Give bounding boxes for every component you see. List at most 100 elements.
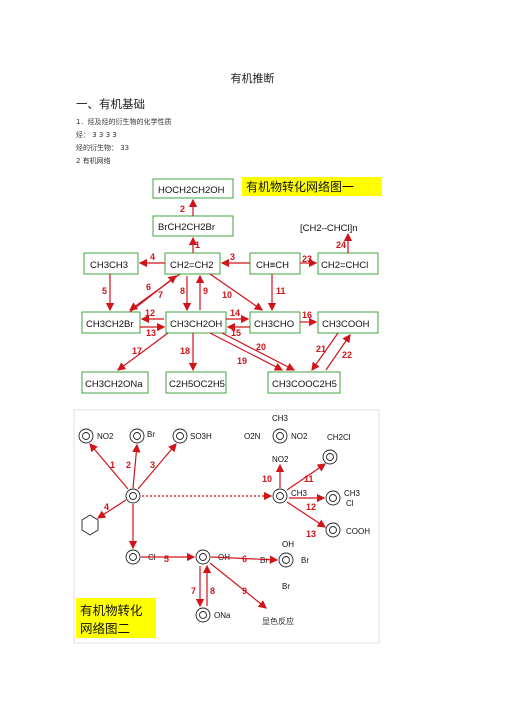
- page-title: 有机推断: [230, 72, 275, 85]
- node-box-ebr: [81, 311, 141, 334]
- text-line: 烃的衍生物： 33: [76, 144, 130, 152]
- step-number: 4: [150, 252, 155, 262]
- benzene-ring-sulfonic: [172, 428, 188, 444]
- benzene-ring-benzoic-acid: [325, 522, 341, 538]
- node-box-etoh: [165, 311, 227, 334]
- arrow-f2-2: [132, 443, 141, 489]
- step-number: 17: [132, 346, 142, 356]
- step-number: 19: [237, 356, 247, 366]
- step-number: 6: [146, 282, 151, 292]
- node-box-ethane: [83, 252, 139, 275]
- banner-2-highlight: [76, 598, 156, 638]
- color-reaction-label: 显色反应: [262, 616, 294, 626]
- step-number: 13: [146, 328, 156, 338]
- step-number: 11: [276, 286, 286, 296]
- arrow-19: [209, 332, 284, 371]
- step-number: 9: [242, 586, 247, 596]
- step-number: 2: [126, 460, 131, 470]
- node-poly: [CH2–CHCl]n: [300, 223, 358, 234]
- banner-highlight: [242, 177, 382, 196]
- step-number: 12: [306, 502, 316, 512]
- group-ch3: CH3: [291, 489, 308, 498]
- node-ebr: CH3CH2Br: [86, 319, 134, 330]
- group-ch3-3: CH3: [344, 489, 361, 498]
- step-number: 14: [230, 308, 240, 318]
- step-number: 8: [180, 286, 185, 296]
- arrow-f2-3: [137, 443, 177, 490]
- step-number: 4: [104, 502, 109, 512]
- step-number: 10: [262, 474, 272, 484]
- group-o2n: O2N: [244, 432, 261, 441]
- node-etoh: CH3CH2OH: [170, 319, 222, 330]
- arrow-21: [311, 332, 339, 371]
- step-number: 21: [316, 344, 326, 354]
- arrow-7: [129, 275, 177, 313]
- group-no2-2: NO2: [291, 432, 308, 441]
- banner-text: 有机物转化网络图一: [246, 179, 354, 194]
- arrow-f2-4: [96, 499, 127, 519]
- group-cl-2: Cl: [346, 499, 354, 508]
- cyclohexane-ring: [81, 514, 99, 536]
- benzene-ring-nitro: [78, 428, 94, 444]
- arrow-f2-9: [209, 562, 267, 609]
- node-acooh: CH3COOH: [322, 319, 370, 330]
- step-number: 10: [222, 290, 232, 300]
- step-number: 23: [302, 254, 312, 264]
- node-box-naet: [81, 371, 149, 394]
- node-naet: CH3CH2ONa: [85, 379, 143, 390]
- text-line: 2 有机网络: [76, 157, 111, 165]
- step-number: 2: [180, 204, 185, 214]
- step-number: 22: [342, 350, 352, 360]
- step-number: 13: [306, 529, 316, 539]
- arrow-f2-6: [210, 555, 279, 564]
- benzene-ring-bromo: [129, 428, 145, 444]
- node-acet: CH≡CH: [256, 260, 289, 271]
- benzene-ring-benzyl-chloride: [322, 449, 338, 465]
- step-number: 1: [195, 240, 200, 250]
- step-number: 5: [164, 554, 169, 564]
- group-no2: NO2: [97, 432, 114, 441]
- arrow-f2-13: [286, 501, 327, 528]
- step-number: 9: [203, 286, 208, 296]
- step-number: 6: [242, 554, 247, 564]
- step-number: 3: [230, 252, 235, 262]
- group-br-3: Br: [301, 556, 309, 565]
- text-line: 1．烃及烃的衍生物的化学性质: [76, 118, 172, 126]
- step-number: 1: [110, 460, 115, 470]
- node-ethene: CH2=CH2: [170, 260, 214, 271]
- node-box-hoc: [152, 178, 234, 199]
- node-brc: BrCH2CH2Br: [158, 222, 215, 233]
- group-so3h: SO3H: [190, 432, 212, 441]
- arrow-17: [117, 332, 169, 371]
- text-line: 烃： 3 3 3 3: [76, 131, 117, 139]
- node-ethane: CH3CH3: [90, 260, 128, 271]
- arrow-20: [221, 332, 296, 371]
- step-number: 5: [102, 286, 107, 296]
- group-oh-2: OH: [282, 540, 294, 549]
- step-number: 20: [256, 342, 266, 352]
- benzene-ring-center: [125, 488, 141, 504]
- arrow-f2-1: [89, 443, 129, 490]
- group-cooh: COOH: [346, 527, 370, 536]
- step-number: 12: [145, 308, 155, 318]
- group-ch2cl: CH2Cl: [327, 433, 351, 442]
- benzene-ring-chloro: [125, 549, 141, 565]
- benzene-ring-tnt: [272, 428, 288, 444]
- step-number: 3: [150, 460, 155, 470]
- arrow-22: [325, 334, 351, 371]
- step-number: 16: [302, 310, 312, 320]
- benzene-ring-chlorotoluene: [325, 490, 341, 506]
- benzene-ring-toluene: [272, 488, 288, 504]
- group-ona: ONa: [214, 611, 231, 620]
- arrow-10: [209, 273, 263, 311]
- node-ester: CH3COOC2H5: [272, 379, 337, 390]
- step-number: 24: [336, 240, 346, 250]
- group-br-2: Br: [260, 556, 268, 565]
- step-number: 8: [210, 586, 215, 596]
- node-box-ester: [267, 371, 341, 394]
- arrow-f2-11: [286, 463, 326, 491]
- section-heading: 一、有机基础: [76, 97, 145, 111]
- node-acho: CH3CHO: [254, 319, 294, 330]
- group-br: Br: [147, 430, 155, 439]
- node-box-acooh: [317, 311, 379, 334]
